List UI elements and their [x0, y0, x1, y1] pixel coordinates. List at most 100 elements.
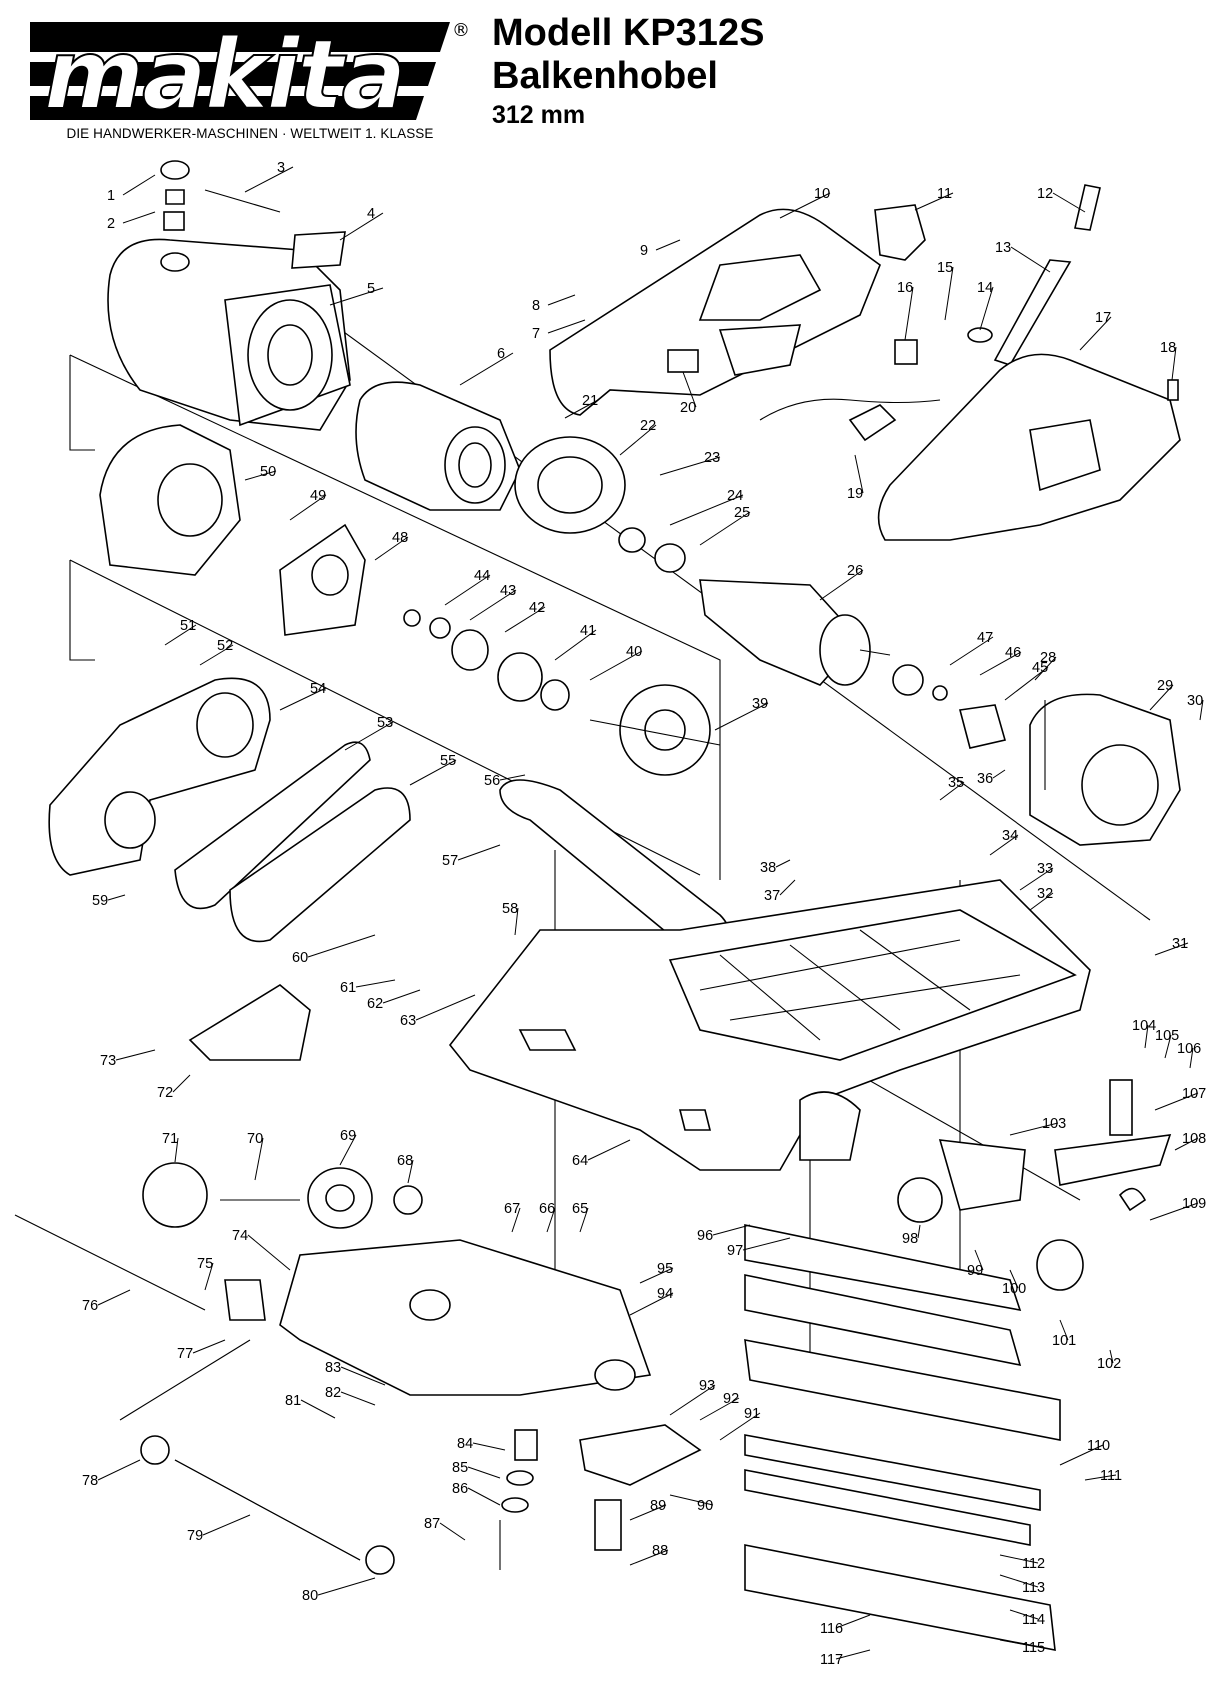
- part-label-61: 61: [340, 980, 356, 996]
- leader-line-98: [917, 1224, 921, 1239]
- leader-line-60: [307, 934, 376, 958]
- part-motor-housing: [107, 238, 351, 431]
- leader-line-78: [97, 1459, 141, 1481]
- part-label-94: 94: [657, 1286, 673, 1302]
- leader-line-24: [669, 494, 744, 526]
- makita-logo-mark: makita ®: [30, 18, 470, 126]
- part-label-109: 109: [1182, 1196, 1206, 1212]
- part-label-106: 106: [1177, 1041, 1201, 1057]
- part-label-37: 37: [764, 888, 780, 904]
- leader-line-57: [457, 844, 501, 861]
- leader-line-69: [339, 1134, 357, 1166]
- leader-line-30: [1199, 699, 1204, 721]
- part-label-38: 38: [760, 860, 776, 876]
- leader-line-90: [669, 1494, 714, 1506]
- part-label-116: 116: [820, 1621, 843, 1637]
- part-label-111: 111: [1100, 1468, 1122, 1484]
- leader-line-89: [629, 1504, 667, 1521]
- leader-line-74: [247, 1234, 291, 1271]
- part-label-34: 34: [1002, 828, 1018, 844]
- part-label-95: 95: [657, 1261, 673, 1277]
- part-base-frame: [448, 879, 1091, 1171]
- part-label-105: 105: [1155, 1028, 1179, 1044]
- leader-line-44: [444, 574, 491, 606]
- part-label-112: 112: [1022, 1556, 1045, 1572]
- part-label-47: 47: [977, 630, 993, 646]
- leader-line-70: [254, 1137, 264, 1181]
- leader-line-114: [1009, 1609, 1039, 1620]
- part-label-1: 1: [107, 188, 115, 204]
- leader-line-36: [992, 769, 1006, 779]
- part-label-93: 93: [699, 1378, 715, 1394]
- leader-line-115: [999, 1639, 1039, 1648]
- part-label-88: 88: [652, 1543, 668, 1559]
- leader-line-13: [1010, 246, 1051, 273]
- leader-line-102: [1109, 1349, 1114, 1364]
- part-label-62: 62: [367, 996, 383, 1012]
- product-name: Balkenhobel: [492, 55, 718, 97]
- leader-line-16: [904, 286, 914, 341]
- part-label-67: 67: [504, 1201, 520, 1217]
- part-label-86: 86: [452, 1481, 468, 1497]
- part-label-73: 73: [100, 1053, 116, 1069]
- leader-line-111: [1084, 1474, 1117, 1481]
- leader-line-83: [340, 1366, 386, 1386]
- part-label-49: 49: [310, 488, 326, 504]
- leader-line-53: [344, 721, 394, 751]
- leader-line-87: [439, 1522, 466, 1541]
- leader-line-3: [244, 166, 294, 193]
- leader-line-40: [589, 650, 643, 681]
- part-label-40: 40: [626, 644, 642, 660]
- leader-line-35: [939, 781, 965, 801]
- leader-line-6: [459, 352, 514, 386]
- part-label-43: 43: [500, 583, 516, 599]
- part-label-36: 36: [977, 771, 993, 787]
- part-label-18: 18: [1160, 340, 1176, 356]
- part-label-91: 91: [744, 1406, 760, 1422]
- leader-line-39: [714, 702, 769, 731]
- registered-mark: ®: [452, 20, 470, 41]
- part-label-98: 98: [902, 1231, 918, 1247]
- part-label-21: 21: [582, 393, 598, 409]
- leader-line-106: [1189, 1047, 1194, 1069]
- leader-line-96: [712, 1224, 751, 1236]
- part-label-53: 53: [377, 715, 393, 731]
- leader-line-4: [339, 212, 384, 241]
- leader-line-75: [204, 1262, 214, 1291]
- part-label-60: 60: [292, 950, 308, 966]
- leader-line-93: [669, 1384, 716, 1416]
- part-label-12: 12: [1037, 186, 1053, 202]
- leader-line-41: [554, 629, 597, 661]
- part-label-2: 2: [107, 216, 115, 232]
- part-label-56: 56: [484, 773, 500, 789]
- part-label-90: 90: [697, 1498, 713, 1514]
- part-label-46: 46: [1005, 645, 1021, 661]
- part-label-41: 41: [580, 623, 596, 639]
- part-depth-adjust: [142, 1162, 423, 1229]
- leader-line-62: [382, 989, 421, 1004]
- part-label-3: 3: [277, 160, 285, 176]
- part-label-65: 65: [572, 1201, 588, 1217]
- part-bearings: [403, 609, 1007, 749]
- part-label-103: 103: [1042, 1116, 1066, 1132]
- leader-line-82: [340, 1391, 376, 1406]
- part-rear-housing: [1029, 693, 1181, 846]
- part-label-50: 50: [260, 464, 276, 480]
- part-armature-assembly: [514, 436, 891, 686]
- part-label-42: 42: [529, 600, 545, 616]
- part-label-78: 78: [82, 1473, 98, 1489]
- part-label-75: 75: [197, 1256, 213, 1272]
- leader-line-14: [979, 286, 994, 331]
- leader-line-43: [469, 589, 517, 621]
- leader-line-73: [115, 1049, 156, 1061]
- leader-line-67: [511, 1207, 521, 1233]
- leader-line-1: [122, 174, 156, 196]
- leader-line-80: [317, 1577, 376, 1596]
- part-small-electrical: [667, 327, 1179, 442]
- leader-line-55: [409, 759, 457, 786]
- part-label-97: 97: [727, 1243, 743, 1259]
- part-pulley-gear: [589, 684, 721, 776]
- part-handle-side: [877, 353, 1181, 541]
- part-label-26: 26: [847, 563, 863, 579]
